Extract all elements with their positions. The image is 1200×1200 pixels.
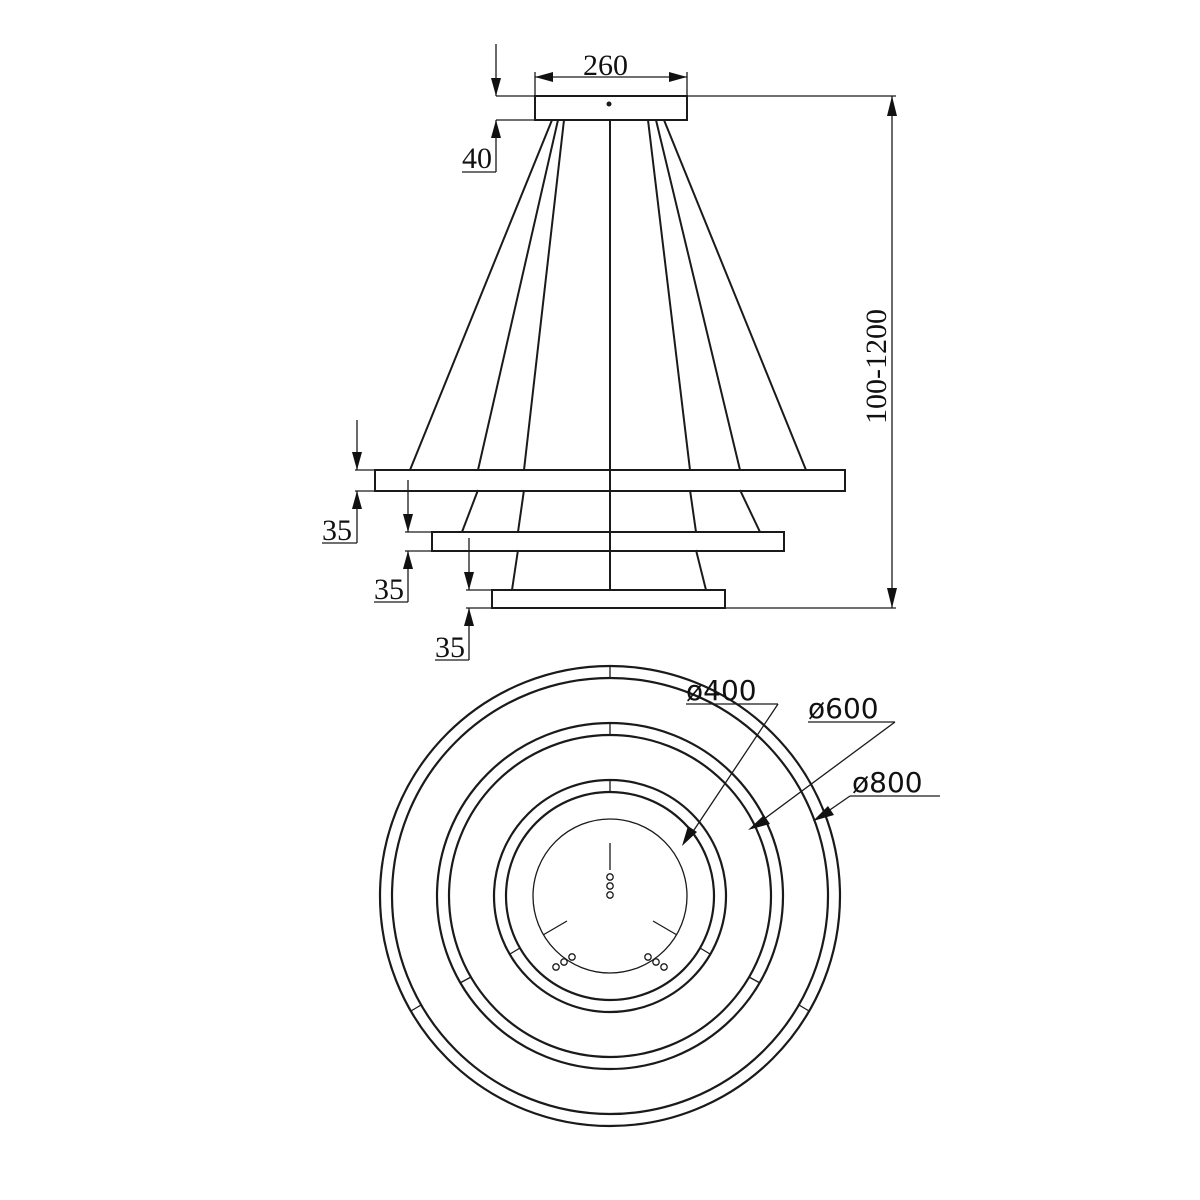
plan-view: ø400 ø600 ø800: [378, 664, 940, 1128]
wire-circle: [532, 818, 688, 974]
ring-small-inner: [504, 790, 716, 1002]
canopy-width-label: 260: [583, 49, 628, 82]
ring-medium-side: [431, 531, 785, 552]
ring-small-thickness-label: 35: [435, 631, 465, 664]
total-height-dimension: 100-1200: [687, 95, 897, 609]
attachment-point-left: [552, 953, 576, 971]
diameter-label-600: ø600: [808, 692, 879, 725]
ring-small-side: [491, 589, 726, 609]
side-elevation-view: 260 40 100-1200: [322, 44, 897, 664]
diameter-label-800: ø800: [852, 766, 923, 799]
ring-large-thickness-label: 35: [322, 514, 352, 547]
suspension-wires: [409, 119, 807, 591]
diameter-callout-400: ø400: [682, 674, 779, 846]
attachment-point-right: [644, 953, 668, 971]
canopy-center-mark: [606, 101, 612, 107]
attachment-point-top: [606, 873, 614, 899]
ring-medium-thickness-dimension: 35: [374, 480, 432, 606]
canopy: [534, 95, 688, 121]
ring-small-thickness-dimension: 35: [435, 538, 492, 664]
ring-large-side: [374, 469, 846, 492]
canopy-width-dimension: 260: [534, 49, 688, 96]
ring-small-outer: [492, 778, 728, 1014]
canopy-height-dimension: 40: [462, 44, 552, 175]
radial-wire-lines: [410, 666, 810, 1012]
ring-large-inner: [390, 676, 830, 1116]
diameter-callout-600: ø600: [748, 692, 896, 830]
canopy-height-label: 40: [462, 142, 492, 175]
total-height-label: 100-1200: [860, 309, 893, 424]
ring-medium-thickness-label: 35: [374, 573, 404, 606]
diameter-label-400: ø400: [686, 674, 757, 707]
diameter-callout-800: ø800: [813, 766, 940, 821]
ring-large-thickness-dimension: 35: [322, 420, 375, 547]
